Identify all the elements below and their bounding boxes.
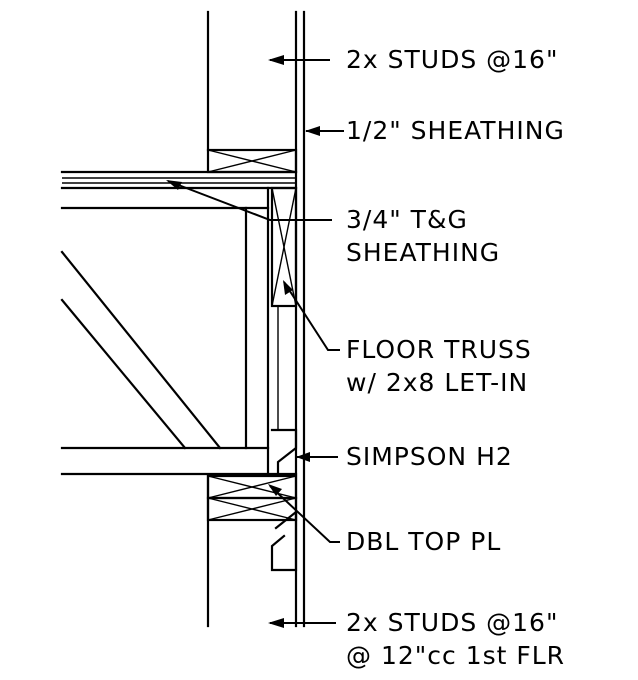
leader-studs-top <box>268 55 330 65</box>
upper-sole-plate <box>206 148 298 174</box>
tg-sheathing-label-1: 3/4" T&G <box>346 205 468 234</box>
studs-bottom-label-1: 2x STUDS @16" <box>346 608 559 637</box>
leader-half-sheathing <box>305 126 344 136</box>
studs-top-label: 2x STUDS @16" <box>346 45 559 74</box>
truss-web-2 <box>60 298 187 450</box>
double-top-plate <box>206 474 298 522</box>
leader-studs-bottom <box>268 618 336 628</box>
leader-simpson <box>296 452 338 462</box>
let-in-2x8 <box>270 186 298 431</box>
studs-bottom-label-2: @ 12"cc 1st FLR <box>346 641 566 670</box>
simpson-label: SIMPSON H2 <box>346 442 513 471</box>
truss-web-1 <box>60 250 222 450</box>
leader-floor-truss <box>283 280 340 351</box>
floor-truss-label-2: w/ 2x8 LET-IN <box>346 368 529 397</box>
floor-truss <box>60 186 298 476</box>
floor-truss-label-1: FLOOR TRUSS <box>346 335 532 364</box>
simpson-h2-tie <box>270 428 298 572</box>
leader-tg-sheathing <box>166 180 332 221</box>
wall-lines <box>206 10 306 628</box>
dbl-top-pl-label: DBL TOP PL <box>346 527 502 556</box>
tg-sheathing-label-2: SHEATHING <box>346 238 501 267</box>
leader-dbl-top-pl <box>268 484 340 543</box>
half-sheathing-label: 1/2" SHEATHING <box>346 116 565 145</box>
